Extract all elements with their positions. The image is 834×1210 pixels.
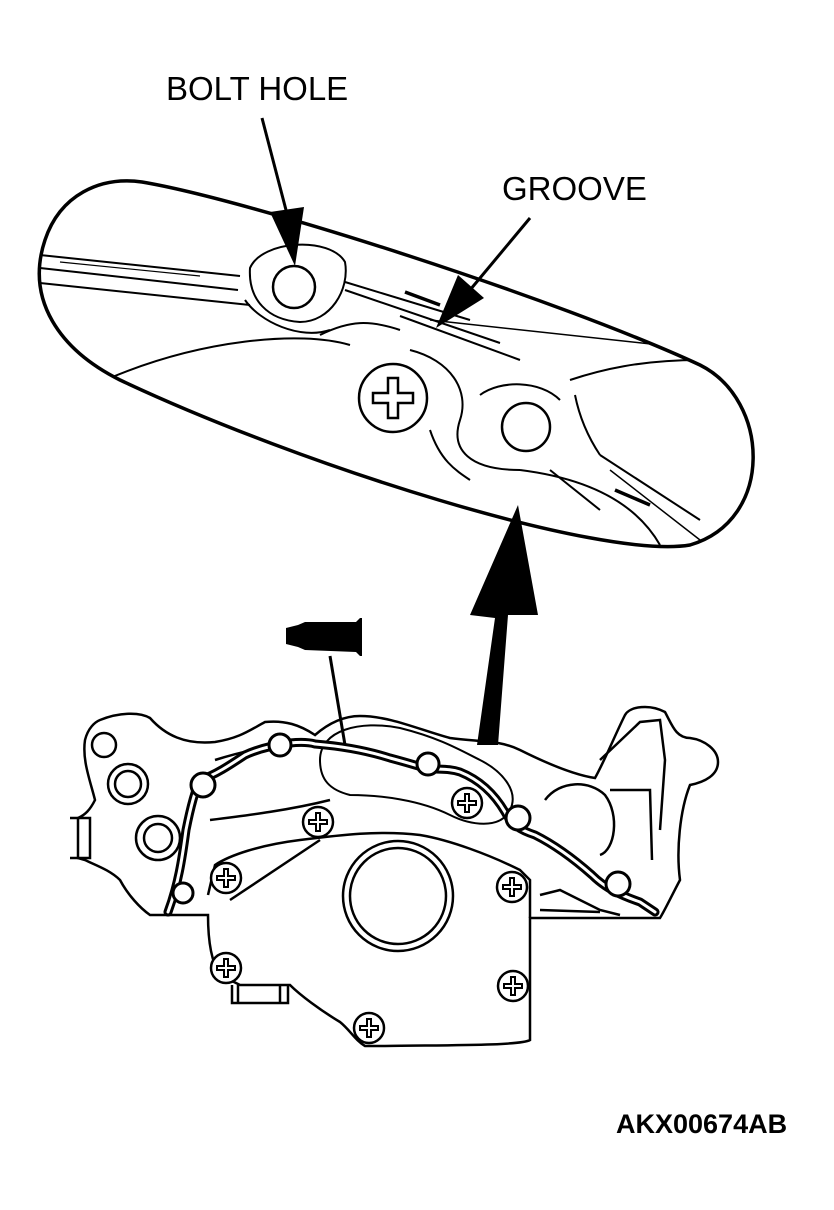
- oil-pump-housing: [70, 705, 720, 1048]
- phillips-screw-icon: [495, 870, 529, 904]
- phillips-screw-icon: [357, 362, 429, 434]
- bolt-hole-label: BOLT HOLE: [166, 70, 349, 107]
- sealant-bead-path: [163, 737, 660, 917]
- phillips-screw-icon: [450, 786, 484, 820]
- pump-screws: [209, 786, 530, 1045]
- groove-arrow: [436, 217, 532, 328]
- bolt-hole: [271, 264, 317, 310]
- phillips-screw-icon: [496, 969, 530, 1003]
- detail-pointer-arrow: [470, 505, 538, 745]
- groove-label: GROOVE: [502, 170, 647, 207]
- pump-bore: [341, 839, 455, 953]
- pump-hole: [500, 401, 552, 453]
- phillips-screw-icon: [209, 861, 243, 895]
- zoom-detail: [37, 179, 755, 549]
- bolt-hole-arrow: [260, 117, 304, 266]
- phillips-screw-icon: [352, 1011, 386, 1045]
- phillips-screw-icon: [209, 951, 243, 985]
- bead-bolt-holes: [171, 732, 632, 905]
- phillips-screw-icon: [301, 805, 335, 839]
- figure-code-label: AKX00674AB: [616, 1109, 788, 1139]
